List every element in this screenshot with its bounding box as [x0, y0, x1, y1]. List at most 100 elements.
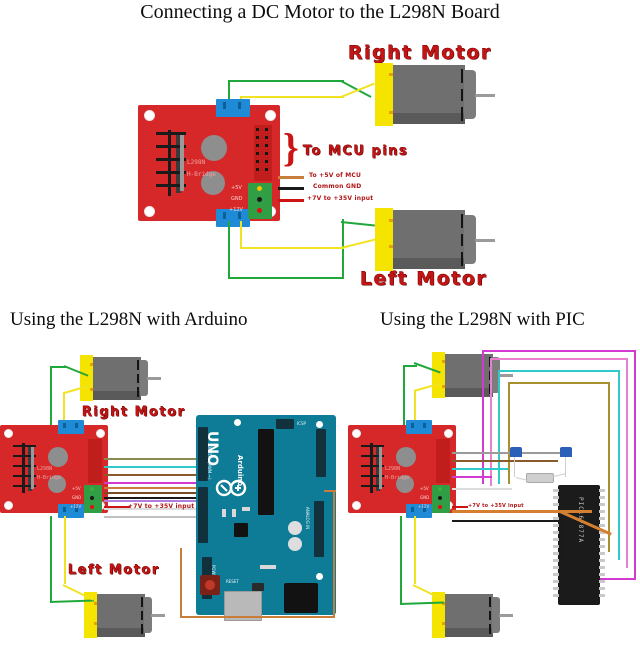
power-pin-12v	[438, 505, 442, 509]
mount-hole-tr	[444, 429, 453, 438]
power-label-5v: +5V	[231, 185, 242, 191]
wire-pic-sig-white	[452, 488, 512, 490]
motor-body-shadow	[445, 628, 493, 637]
motor-terminal-bottom	[442, 385, 446, 388]
board-silk-line1: L298N	[385, 466, 401, 472]
wire-black-gnd	[278, 187, 304, 190]
heatsink-ic-pins	[180, 135, 184, 191]
wire-pic-pink-right	[626, 358, 628, 568]
motor-right-pic	[432, 352, 513, 398]
heatsink-base	[176, 133, 181, 193]
pin-header-block	[254, 125, 272, 181]
motor-terminal-top	[94, 602, 98, 605]
motor-rear-cap	[144, 597, 152, 633]
motor-body-shadow	[393, 113, 465, 124]
icsp-label: ICSP	[297, 421, 306, 426]
analog-header	[314, 501, 324, 557]
reset-label: RESET	[226, 579, 239, 584]
board-silk-line2: H-Bridge	[37, 475, 62, 481]
motor-endcap	[375, 208, 393, 271]
wire-sig-cyan	[104, 466, 204, 468]
motor-terminal-out-b	[58, 504, 84, 518]
wire-green-left-vertical	[228, 221, 230, 279]
voltage-regulator	[252, 583, 264, 591]
label-left-motor-arduino: Left Motor	[68, 563, 160, 578]
terminal-screw-a1	[63, 423, 66, 428]
motor-terminal-out-b	[406, 504, 432, 518]
motor-vent-2	[141, 611, 143, 620]
wire-sig-brown	[104, 474, 204, 476]
heatsink-base	[28, 445, 32, 491]
motor-vent-2	[461, 89, 463, 101]
power-pin-5v	[438, 487, 442, 491]
l298n-board-top: L298N H-Bridge +5V GND +12V	[138, 99, 280, 227]
wire-sig-gray	[104, 516, 204, 518]
arduino-uno-logo-text: UNO	[204, 431, 220, 466]
wire-pic-olive-top	[508, 382, 610, 384]
motor-shaft	[475, 239, 495, 242]
motor-body-shadow	[93, 391, 141, 400]
wire-pic-pink-top	[490, 358, 628, 360]
terminal-screw-b1	[223, 212, 226, 219]
header-pin	[256, 152, 259, 155]
motor-vent-3	[489, 624, 491, 634]
motor-vent-3	[461, 107, 463, 121]
heatsink-ic-pins	[31, 447, 34, 489]
wire-green-ard-r-v	[50, 366, 52, 428]
wire-orange-ard-top	[324, 490, 336, 492]
motor-endcap	[432, 352, 445, 398]
wire-pic-sig-cyan	[452, 468, 508, 470]
wire-sig-olive	[104, 458, 204, 460]
motor-right-arduino	[80, 355, 161, 401]
chip-bottom	[48, 475, 66, 493]
wire-yellow-left-vertical	[240, 221, 242, 249]
power-label-gnd: GND	[420, 495, 430, 500]
motor-terminal-bottom	[90, 388, 94, 391]
pic-legs-right	[599, 489, 605, 601]
header-pin	[256, 144, 259, 147]
right-header-top	[316, 429, 326, 477]
motor-rear-cap	[492, 357, 500, 393]
board-silk-line1: L298N	[187, 159, 206, 166]
motor-terminal-top	[90, 363, 94, 366]
motor-endcap	[80, 355, 93, 401]
arduino-uno-board: DIGITAL (PWM ~) POWER ANALOG IN ICSP RES…	[196, 415, 336, 621]
wire-pic-cyan-right	[618, 370, 620, 560]
motor-terminal-out-a	[58, 420, 84, 434]
wire-yellow-pic-l-v	[414, 516, 416, 584]
wire-green-ard-r-h	[50, 366, 66, 368]
wire-pic-orange-power	[452, 510, 592, 513]
page-title: Connecting a DC Motor to the L298N Board	[140, 1, 500, 23]
wire-yellow-right-horizontal	[240, 96, 344, 98]
board-silk-line2: H-Bridge	[187, 171, 216, 178]
wire-orange-ard-return-v2	[180, 548, 182, 618]
motor-endcap	[84, 592, 97, 638]
reset-button[interactable]	[205, 580, 215, 590]
label-vin-input: +7V to +35V input	[307, 195, 374, 202]
motor-rear-cap	[140, 360, 148, 396]
motor-right-top	[375, 63, 495, 126]
power-label-5v: +5V	[420, 486, 429, 491]
motor-body-shadow	[97, 628, 145, 637]
mount-hole-bl	[352, 501, 361, 510]
mount-hole-tl	[352, 429, 361, 438]
wire-green-pic-r-v	[403, 365, 405, 427]
chip-top	[396, 447, 416, 467]
motor-vent-1	[141, 597, 143, 607]
motor-body-shadow	[445, 388, 493, 397]
motor-terminal-top	[442, 360, 446, 363]
motor-vent-2	[137, 374, 139, 383]
wire-red-ard-vin	[104, 506, 130, 508]
terminal-screw-b1	[411, 507, 414, 512]
led-row	[260, 565, 276, 569]
electrolytic-cap-1	[288, 521, 302, 535]
terminal-screw-b2	[75, 507, 78, 512]
motor-shaft	[147, 377, 161, 380]
pic-legs-left	[553, 489, 559, 601]
mount-hole-2	[316, 421, 323, 428]
wire-green-right-horizontal	[228, 80, 344, 82]
terminal-screw-a2	[423, 423, 426, 428]
usb-interface-chip	[234, 523, 248, 537]
wire-orange-ard-return-v	[333, 490, 335, 618]
analog-label: ANALOG IN	[305, 507, 310, 530]
